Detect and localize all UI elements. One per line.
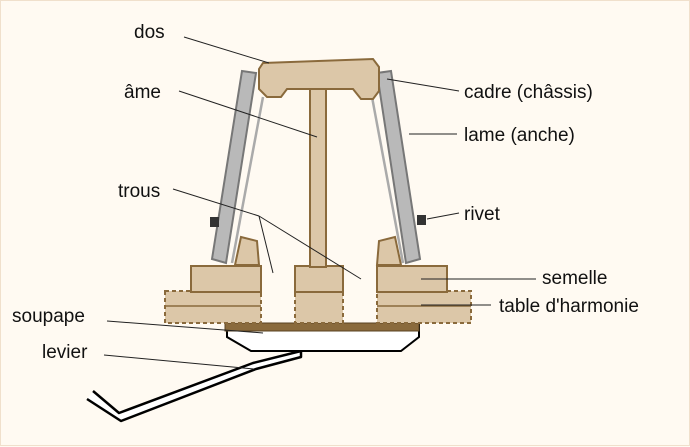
- reed-right: [370, 96, 405, 264]
- label-trous: trous: [118, 181, 160, 202]
- core-post: [309, 84, 327, 268]
- leader-soupape: [106, 320, 264, 334]
- label-ame: âme: [124, 82, 161, 103]
- leader-trous-1: [172, 188, 260, 217]
- sole-left: [190, 265, 262, 293]
- leader-trous-2: [258, 215, 274, 274]
- label-cadre: cadre (châssis): [464, 82, 593, 103]
- label-semelle: semelle: [542, 268, 607, 289]
- rivet-left: [210, 217, 219, 227]
- valve-pad: [224, 322, 420, 332]
- leader-trous-3: [258, 215, 362, 280]
- leader-dos: [183, 36, 270, 64]
- label-table: table d'harmonie: [499, 296, 639, 317]
- label-soupape: soupape: [12, 306, 85, 327]
- lever-shape: [86, 349, 303, 423]
- label-rivet: rivet: [464, 204, 501, 225]
- label-dos: dos: [134, 22, 165, 43]
- frame-left: [210, 69, 258, 265]
- label-levier: levier: [42, 342, 88, 363]
- wedge-left: [233, 235, 261, 266]
- soundboard-center: [294, 290, 344, 324]
- reed-left: [230, 96, 265, 264]
- leader-levier: [103, 354, 255, 370]
- sole-right: [376, 265, 448, 293]
- leader-rivet: [426, 212, 460, 220]
- label-lame: lame (anche): [464, 125, 575, 146]
- frame-right: [375, 69, 422, 265]
- rivet-right: [417, 215, 426, 225]
- wedge-right: [375, 235, 403, 266]
- leader-cadre: [386, 78, 460, 92]
- sole-center: [294, 265, 344, 293]
- soundboard-right: [376, 290, 472, 324]
- leader-ame: [178, 90, 318, 138]
- soundboard-left: [164, 290, 262, 324]
- back-top: [258, 57, 380, 100]
